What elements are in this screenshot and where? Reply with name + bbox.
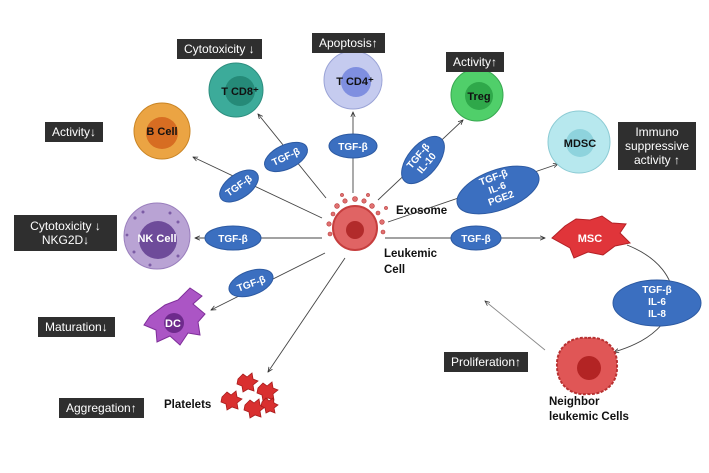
status-cd4: Apoptosis↑ xyxy=(312,33,385,53)
cd8-cell xyxy=(208,62,264,118)
arrow-to-bcell xyxy=(193,157,323,219)
mediator-msc-out-line1: TGF-β xyxy=(642,285,671,296)
cd8-name: T CD8⁺ xyxy=(221,86,259,98)
status-mdsc: Immuno suppressive activity ↑ xyxy=(618,122,696,170)
bcell-name: B Cell xyxy=(146,126,177,138)
msc-cell xyxy=(551,215,632,259)
arrow-neighbor-to-proliferation xyxy=(485,301,546,351)
exosome-label: Exosome xyxy=(396,205,448,217)
nk-name: NK Cell xyxy=(137,233,176,245)
neighbor-label-line2: leukemic Cells xyxy=(549,411,629,423)
dc-cell xyxy=(143,287,206,346)
mediator-nk-text: TGF-β xyxy=(218,234,247,245)
mdsc-cell xyxy=(547,110,611,174)
mediator-mdsc-text: TGF-β IL-6 PGE2 xyxy=(478,168,516,209)
mediator-msc-out-line3: IL-8 xyxy=(648,309,666,320)
neighbor-label: Neighbor leukemic Cells xyxy=(549,395,629,425)
status-nk-line2: NKG2D↓ xyxy=(41,233,90,247)
msc-name: MSC xyxy=(578,233,603,245)
bcell-cell xyxy=(133,102,191,160)
leukemic-cell-nucleus xyxy=(346,221,364,239)
platelets-cells xyxy=(220,372,279,419)
mediator-treg xyxy=(401,135,445,185)
dc-name: DC xyxy=(165,318,181,330)
mediator-msc-out-line2: IL-6 xyxy=(648,297,666,308)
mediator-nk xyxy=(204,225,262,251)
leukemic-cell xyxy=(326,193,388,251)
arrow-to-platelets xyxy=(268,257,346,372)
cd4-cell xyxy=(323,50,383,110)
mediator-msc xyxy=(450,225,502,251)
mediator-cd4-text: TGF-β xyxy=(338,142,367,153)
treg-cell xyxy=(450,68,504,122)
cd4-name: T CD4⁺ xyxy=(336,76,374,88)
status-nk-line1: Cytotoxicity ↓ xyxy=(30,219,101,233)
neighbor-label-line1: Neighbor xyxy=(549,396,600,408)
mdsc-name: MDSC xyxy=(564,138,596,150)
status-dc: Maturation↓ xyxy=(38,317,115,337)
mediator-bcell xyxy=(219,169,259,203)
status-proliferation: Proliferation↑ xyxy=(444,352,529,372)
platelets-label: Platelets xyxy=(164,399,212,411)
leukemic-cell-label: Leukemic Cell xyxy=(384,246,437,278)
mediator-msc-out xyxy=(612,279,702,327)
mediators xyxy=(204,133,702,327)
exosome-dots xyxy=(326,193,388,237)
status-cd8: Cytotoxicity ↓ xyxy=(177,39,262,59)
mediator-msc-text: TGF-β xyxy=(461,234,490,245)
leukemic-cell-label-line1: Leukemic xyxy=(384,248,438,260)
status-platelets: Aggregation↑ xyxy=(59,398,144,418)
status-nk: Cytotoxicity ↓ NKG2D↓ xyxy=(14,215,117,251)
nk-cell xyxy=(123,202,191,270)
neighbor-leukemic-cells xyxy=(555,336,619,396)
leukemic-cell-label-line2: Cell xyxy=(384,264,406,276)
mediator-cd4 xyxy=(328,133,378,159)
mediator-mdsc xyxy=(456,165,540,215)
mediator-cd8 xyxy=(264,141,308,173)
treg-name: Treg xyxy=(467,91,490,103)
status-treg: Activity↑ xyxy=(446,52,505,72)
mediator-dc xyxy=(228,268,274,298)
status-bcell: Activity↓ xyxy=(45,122,104,142)
